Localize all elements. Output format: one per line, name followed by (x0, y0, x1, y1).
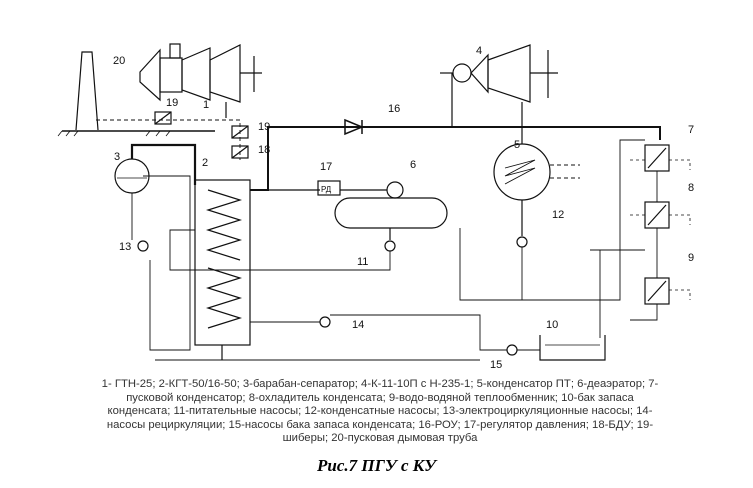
figure-title: Рис.7 ПГУ с КУ (317, 456, 436, 475)
label-13: 13 (119, 241, 131, 253)
label-12: 12 (552, 209, 564, 221)
label-20: 20 (113, 55, 125, 67)
label-2: 2 (202, 157, 208, 169)
label-16: 16 (388, 103, 400, 115)
pressure-regulator-17 (317, 180, 341, 196)
main-steam-line (250, 126, 661, 191)
label-4: 4 (476, 45, 482, 57)
label-17: 17 (320, 161, 332, 173)
steam-turbine (440, 44, 558, 144)
label-18: 18 (258, 144, 270, 156)
legend-line: 1- ГТН-25; 2-КГТ-50/16-50; 3-барабан-сеп… (101, 378, 659, 390)
label-8: 8 (688, 182, 694, 194)
flue-gas-duct (96, 119, 241, 160)
legend-line: пусковой конденсатор; 8-охладитель конде… (126, 391, 634, 404)
legend-line: насосы рециркуляции; 15-насосы бака запа… (106, 418, 654, 431)
startup-chimney (57, 51, 215, 137)
bdu-18 (231, 145, 249, 159)
damper-19-b (231, 125, 249, 139)
label-3: 3 (114, 151, 120, 163)
label-10: 10 (546, 319, 558, 331)
deaerator (334, 197, 448, 229)
label-14: 14 (352, 319, 364, 331)
label-9: 9 (688, 252, 694, 264)
label-15: 15 (490, 359, 502, 371)
label-6: 6 (410, 159, 416, 171)
legend-line: конденсата; 11-питательные насосы; 12-ко… (107, 405, 653, 418)
gas-turbine (139, 43, 262, 118)
label-5: 5 (514, 139, 520, 151)
label-19a: 19 (166, 97, 178, 109)
condensate-tank (539, 335, 606, 361)
steam-line-drum (130, 143, 197, 185)
label-11: 11 (357, 256, 368, 268)
heat-recovery-boiler (194, 179, 251, 360)
label-1: 1 (203, 99, 209, 111)
pump-13 (137, 240, 149, 252)
damper-19-a (154, 111, 172, 125)
pump-14 (319, 316, 331, 328)
legend-line: шиберы; 20-пусковая дымовая труба (282, 432, 478, 445)
label-rd: РД (321, 185, 332, 194)
label-19b: 19 (258, 121, 270, 133)
rou-16 (344, 118, 364, 136)
figure-legend: 1- ГТН-25; 2-КГТ-50/16-50; 3-барабан-сеп… (60, 378, 700, 446)
label-7: 7 (688, 124, 694, 136)
